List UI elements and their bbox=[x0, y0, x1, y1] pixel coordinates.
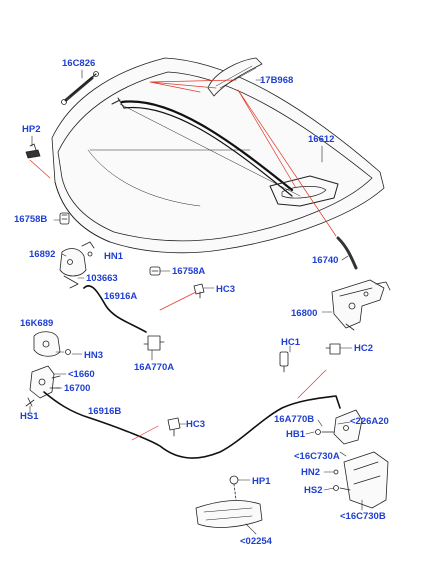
bonnet-panel bbox=[51, 57, 385, 254]
release-cable-b bbox=[43, 391, 341, 459]
leader-lines bbox=[29, 79, 337, 441]
nut-hn3 bbox=[65, 349, 71, 355]
label-hc3-lower: HC3 bbox=[186, 419, 206, 430]
label-02254: <02254 bbox=[240, 536, 272, 547]
screw-hs1 bbox=[25, 397, 35, 407]
latch-switch bbox=[33, 331, 61, 357]
label-16a770b: 16A770B bbox=[274, 414, 315, 425]
label-hc3-upper: HC3 bbox=[216, 284, 236, 295]
latch-assembly bbox=[331, 279, 391, 331]
label-1660: <1660 bbox=[68, 369, 95, 380]
label-16758a: 16758A bbox=[172, 266, 206, 277]
upper-mount-bracket bbox=[315, 409, 363, 445]
clip-hc2 bbox=[325, 343, 341, 355]
label-16800: 16800 bbox=[291, 308, 318, 319]
lower-panel bbox=[195, 500, 263, 528]
label-17b968: 17B968 bbox=[260, 75, 294, 86]
label-hn1: HN1 bbox=[104, 251, 124, 262]
label-hs1: HS1 bbox=[20, 411, 39, 422]
label-226a20: <226A20 bbox=[350, 416, 389, 427]
clip-16a770a bbox=[143, 335, 165, 351]
label-16916a: 16916A bbox=[104, 291, 138, 302]
label-16758b: 16758B bbox=[14, 214, 48, 225]
clip-hc3-lower bbox=[167, 417, 181, 437]
label-hb1: HB1 bbox=[286, 429, 306, 440]
hp2-pad bbox=[25, 143, 41, 159]
clip-hc3-upper bbox=[193, 283, 205, 299]
label-hp1: HP1 bbox=[252, 476, 271, 487]
hp1-pad bbox=[229, 475, 239, 501]
label-16k689: 16K689 bbox=[20, 318, 54, 329]
release-cable-a bbox=[83, 285, 147, 333]
bump-stop-b bbox=[59, 212, 70, 225]
label-16c730a: <16C730A bbox=[294, 451, 340, 462]
bump-stop-a bbox=[149, 266, 161, 276]
lower-mount-bracket bbox=[333, 451, 389, 509]
label-103663: 103663 bbox=[86, 273, 118, 284]
label-hn2: HN2 bbox=[301, 467, 321, 478]
upper-trim bbox=[207, 57, 263, 97]
prop-rod bbox=[336, 236, 358, 270]
label-hc2: HC2 bbox=[354, 343, 374, 354]
clip-hc1 bbox=[279, 351, 289, 373]
label-hn3: HN3 bbox=[84, 350, 104, 361]
label-16612: 16612 bbox=[308, 134, 335, 145]
label-16740: 16740 bbox=[312, 255, 339, 266]
callout-lines bbox=[29, 69, 363, 535]
label-16700: 16700 bbox=[64, 383, 91, 394]
label-hs2: HS2 bbox=[304, 485, 323, 496]
lower-latch bbox=[29, 365, 61, 399]
label-hp2: HP2 bbox=[22, 124, 41, 135]
label-hc1: HC1 bbox=[281, 337, 301, 348]
label-16916b: 16916B bbox=[88, 406, 122, 417]
label-16a770a: 16A770A bbox=[134, 362, 175, 373]
label-16c730b: <16C730B bbox=[340, 511, 386, 522]
hinge-bracket bbox=[59, 241, 95, 289]
label-16c826: 16C826 bbox=[62, 58, 96, 69]
gas-strut bbox=[61, 71, 99, 105]
label-16892: 16892 bbox=[29, 249, 56, 260]
